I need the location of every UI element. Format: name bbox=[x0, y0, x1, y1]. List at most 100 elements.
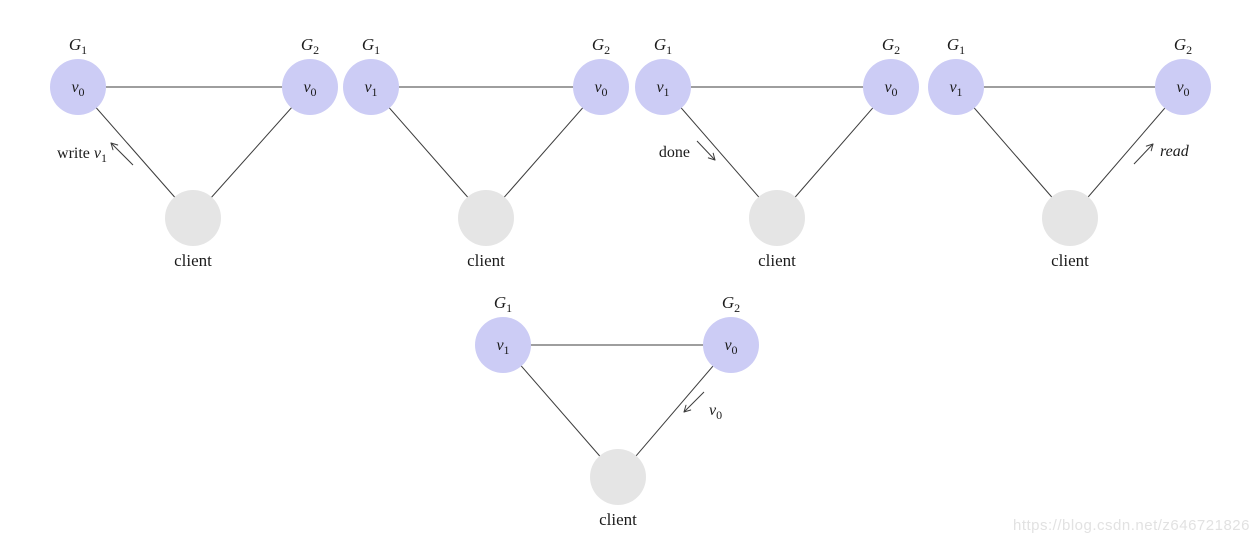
server-label-g1-sub: 1 bbox=[374, 43, 380, 57]
server-label-g2-part: G bbox=[882, 35, 894, 54]
server-label-g1-sub: 1 bbox=[666, 43, 672, 57]
server-label-g2-sub: 2 bbox=[894, 43, 900, 57]
edge-g1-client bbox=[662, 86, 778, 219]
client-label-part: client bbox=[174, 251, 212, 270]
server-label-g1-sub: 1 bbox=[959, 43, 965, 57]
annotation-arrow-shaft bbox=[1133, 143, 1154, 165]
server-label-g1-sub: 1 bbox=[506, 301, 512, 315]
server-label-g1: G1 bbox=[654, 35, 672, 57]
server-label-g2: G2 bbox=[301, 35, 319, 57]
annotation-arrow-head bbox=[110, 142, 114, 151]
annotation-arrow-head bbox=[683, 404, 687, 413]
server-label-g1: G1 bbox=[947, 35, 965, 57]
client-node bbox=[165, 190, 221, 246]
server-label-g1: G1 bbox=[69, 35, 87, 57]
client-label-part: client bbox=[1051, 251, 1089, 270]
server-value-g1-sub: 1 bbox=[664, 85, 670, 99]
server-value-g1: v1 bbox=[496, 337, 509, 357]
server-label-g2-part: G bbox=[301, 35, 313, 54]
edge-g2-client bbox=[485, 86, 602, 219]
server-value-g2: v0 bbox=[303, 79, 316, 99]
server-label-g1-sub: 1 bbox=[81, 43, 87, 57]
edge-g1-client bbox=[370, 86, 487, 219]
annotation-text: v0 bbox=[709, 402, 722, 422]
server-label-g2-sub: 2 bbox=[604, 43, 610, 57]
client-label: client bbox=[174, 251, 212, 270]
annotation-text-part: v bbox=[94, 145, 102, 162]
annotation-arrow-shaft bbox=[110, 142, 134, 166]
server-value-g1-sub: 1 bbox=[504, 343, 510, 357]
edge-g1-client bbox=[77, 86, 194, 219]
client-label: client bbox=[1051, 251, 1089, 270]
server-label-g1-part: G bbox=[654, 35, 666, 54]
server-label-g1-part: G bbox=[947, 35, 959, 54]
server-label-g2-sub: 2 bbox=[313, 43, 319, 57]
server-value-g1: v1 bbox=[949, 79, 962, 99]
server-label-g2: G2 bbox=[882, 35, 900, 57]
server-node-g1 bbox=[928, 59, 984, 115]
server-label-g2: G2 bbox=[722, 293, 740, 315]
server-value-g2-part: v bbox=[1176, 79, 1184, 96]
server-node-g2 bbox=[703, 317, 759, 373]
edge-g1-client bbox=[955, 86, 1071, 219]
server-node-g1 bbox=[50, 59, 106, 115]
server-value-g2-sub: 0 bbox=[1184, 85, 1190, 99]
server-value-g1-part: v bbox=[496, 337, 504, 354]
server-value-g2-sub: 0 bbox=[311, 85, 317, 99]
server-value-g2: v0 bbox=[884, 79, 897, 99]
client-node bbox=[458, 190, 514, 246]
server-value-g1-sub: 1 bbox=[372, 85, 378, 99]
annotation-text-part: done bbox=[659, 144, 690, 161]
edge-g2-client bbox=[1069, 86, 1184, 219]
edge-g2-client bbox=[617, 344, 732, 478]
annotation-arrow-head bbox=[683, 409, 692, 413]
server-value-g2-part: v bbox=[303, 79, 311, 96]
server-value-g2: v0 bbox=[724, 337, 737, 357]
server-value-g2-part: v bbox=[724, 337, 732, 354]
annotation-text-part: write bbox=[57, 145, 94, 162]
server-value-g1-sub: 1 bbox=[957, 85, 963, 99]
server-node-g2 bbox=[573, 59, 629, 115]
annotation-arrow-head bbox=[1145, 143, 1154, 147]
server-label-g2-sub: 2 bbox=[734, 301, 740, 315]
annotation-arrow-shaft bbox=[683, 391, 705, 413]
server-value-g1-part: v bbox=[949, 79, 957, 96]
watermark-text: https://blog.csdn.net/z646721826 bbox=[1012, 517, 1250, 534]
client-label-part: client bbox=[467, 251, 505, 270]
server-node-g2 bbox=[1155, 59, 1211, 115]
annotation-text-sub: 0 bbox=[716, 408, 722, 422]
server-label-g1: G1 bbox=[362, 35, 380, 57]
annotation-arrow-head bbox=[110, 142, 119, 146]
server-value-g1-sub: 0 bbox=[79, 85, 85, 99]
server-label-g2-part: G bbox=[722, 293, 734, 312]
client-label-part: client bbox=[599, 510, 637, 529]
server-node-g2 bbox=[282, 59, 338, 115]
server-label-g2: G2 bbox=[592, 35, 610, 57]
server-value-g2: v0 bbox=[594, 79, 607, 99]
client-node bbox=[749, 190, 805, 246]
edge-g1-client bbox=[502, 344, 619, 478]
server-label-g2-part: G bbox=[592, 35, 604, 54]
annotation-arrow-head bbox=[1150, 143, 1154, 152]
server-value-g1: v1 bbox=[656, 79, 669, 99]
annotation-text: read bbox=[1160, 143, 1190, 160]
annotation-text-part: v bbox=[709, 402, 717, 419]
server-label-g1-part: G bbox=[362, 35, 374, 54]
server-label-g2: G2 bbox=[1174, 35, 1192, 57]
annotation-text-part: read bbox=[1160, 143, 1190, 160]
server-value-g2-sub: 0 bbox=[892, 85, 898, 99]
annotation-arrow-head bbox=[707, 157, 716, 161]
server-value-g1-part: v bbox=[364, 79, 372, 96]
annotation-text: write v1 bbox=[57, 145, 107, 165]
server-label-g1-part: G bbox=[494, 293, 506, 312]
server-label-g2-part: G bbox=[1174, 35, 1186, 54]
server-value-g1: v0 bbox=[71, 79, 84, 99]
server-value-g2-part: v bbox=[884, 79, 892, 96]
server-value-g2-sub: 0 bbox=[602, 85, 608, 99]
client-label: client bbox=[599, 510, 637, 529]
